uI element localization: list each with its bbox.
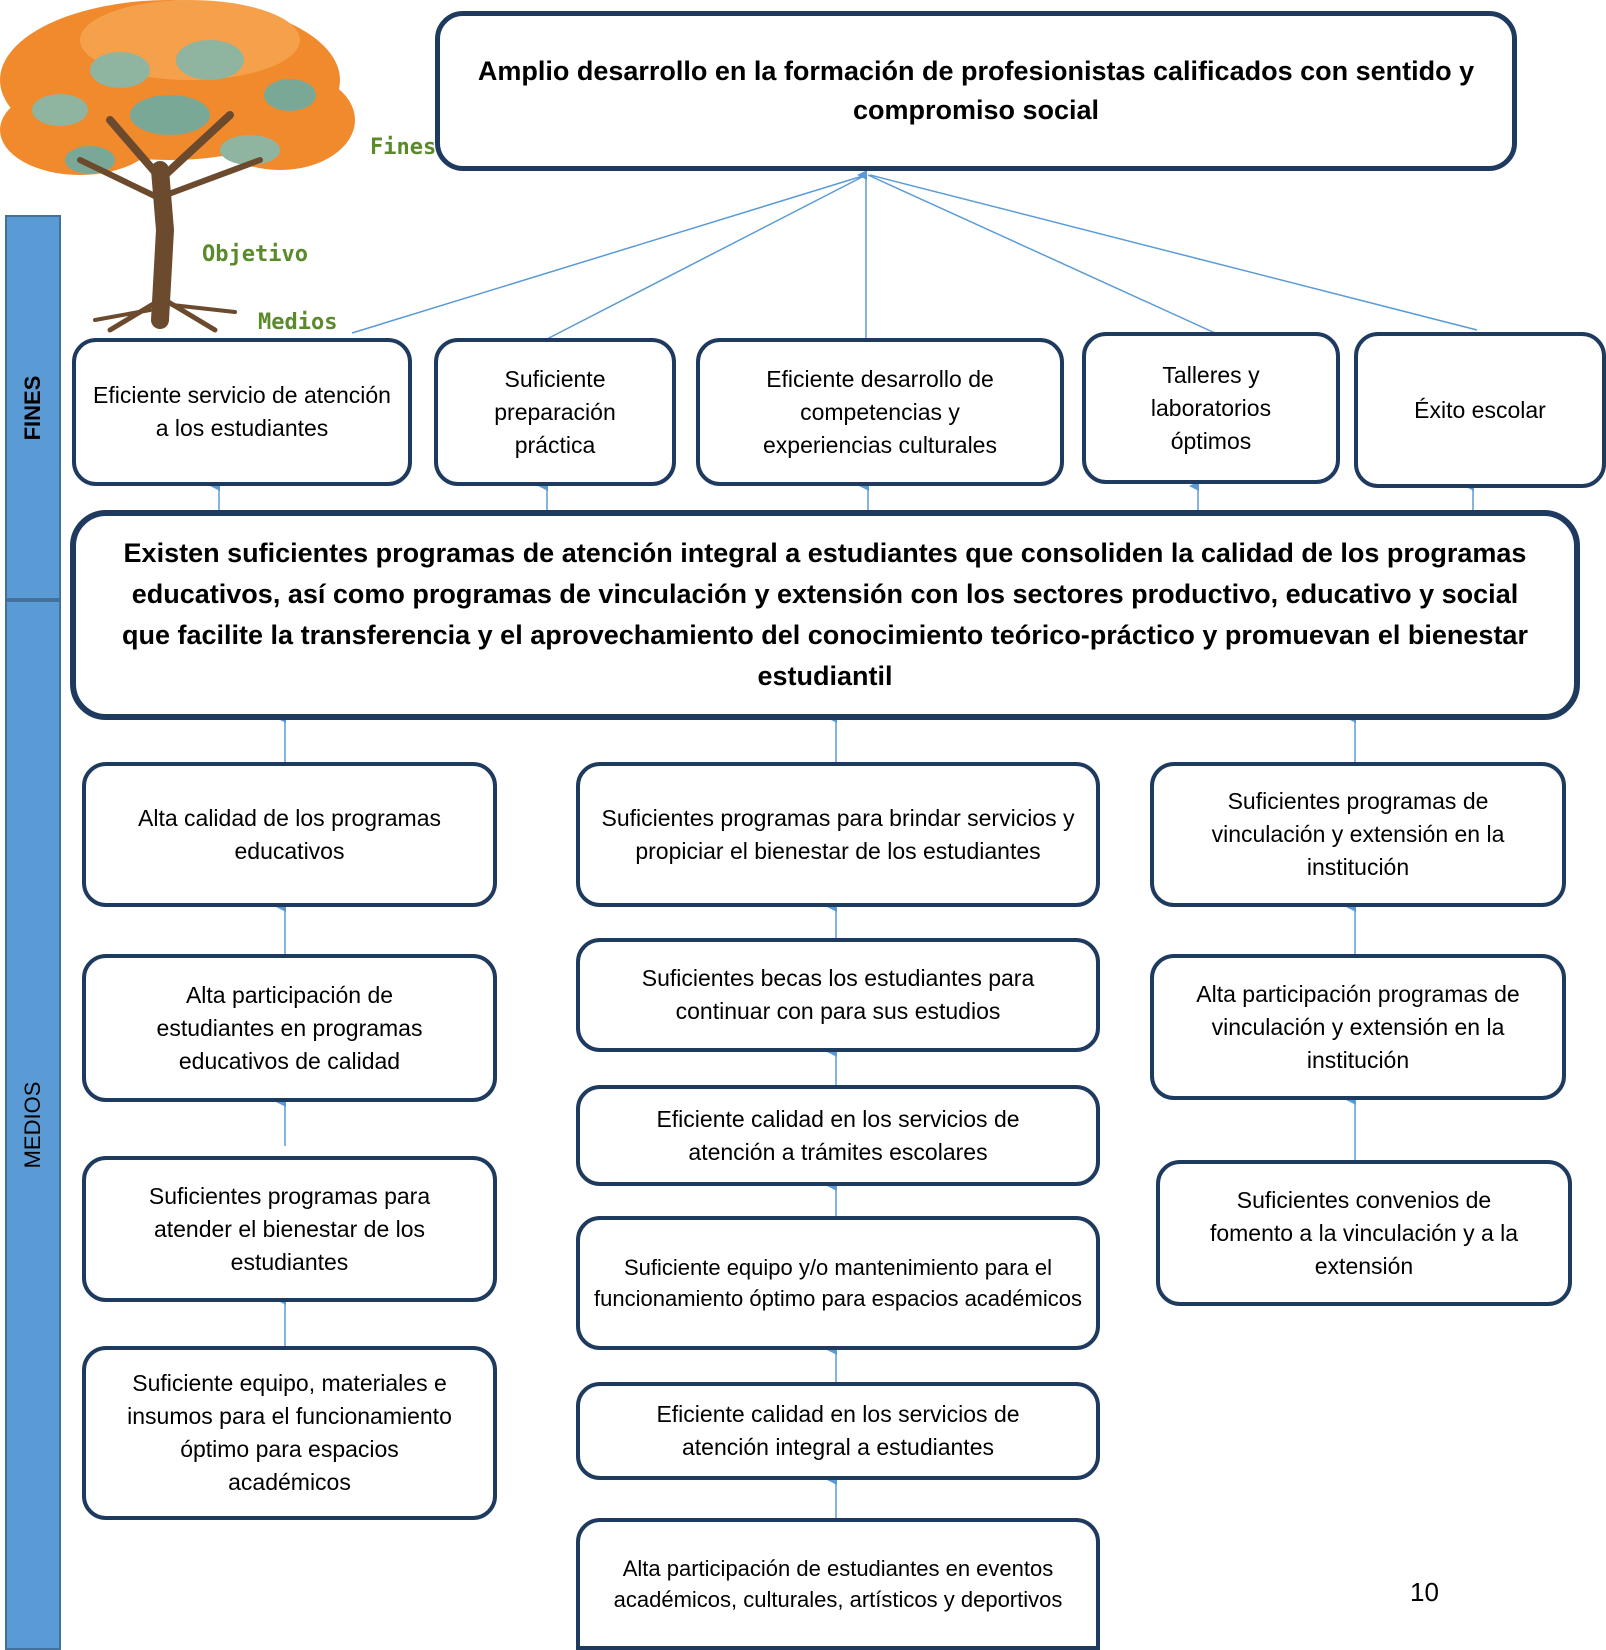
medio-col1-box-4: Suficiente equipo, materiales e insumos …: [82, 1346, 497, 1520]
tree-label-medios: Medios: [258, 310, 338, 335]
sidebar-fines: FINES: [5, 215, 61, 600]
medio-col2-box-1: Suficientes programas para brindar servi…: [576, 762, 1100, 907]
medio-col3-box-3: Suficientes convenios de fomento a la vi…: [1156, 1160, 1572, 1306]
medio-col1-text-4: Suficiente equipo, materiales e insumos …: [127, 1370, 452, 1495]
tree-label-fines: Fines: [370, 135, 437, 160]
medio-col2-box-2: Suficientes becas los estudiantes para c…: [576, 938, 1100, 1052]
arrow-fin-1: [351, 174, 867, 334]
arrow-fin-2: [544, 174, 867, 341]
medio-col2-box-3: Eficiente calidad en los servicios de at…: [576, 1085, 1100, 1186]
fin-box-4: Talleres y laboratorios óptimos: [1082, 332, 1340, 484]
medio-col2-box-6: Alta participación de estudiantes en eve…: [576, 1518, 1100, 1650]
medio-col1-box-1: Alta calidad de los programas educativos: [82, 762, 497, 907]
page-number: 10: [1410, 1577, 1439, 1607]
fin-general-box: Amplio desarrollo en la formación de pro…: [435, 11, 1517, 171]
medio-col1-text-3: Suficientes programas para atender el bi…: [148, 1182, 431, 1275]
sidebar-medios: MEDIOS: [5, 600, 61, 1650]
medio-col2-box-4: Suficiente equipo y/o mantenimiento para…: [576, 1216, 1100, 1350]
fin-text-1: Eficiente servicio de atención a los est…: [93, 382, 391, 441]
medio-col3-box-2: Alta participación programas de vinculac…: [1150, 954, 1566, 1100]
fin-text-2: Suficiente preparación práctica: [494, 365, 616, 458]
fin-text-5: Éxito escolar: [1414, 396, 1546, 423]
tree-trunk: [77, 111, 263, 333]
medio-col2-text-2: Suficientes becas los estudiantes para c…: [641, 965, 1035, 1024]
medio-col3-text-3: Suficientes convenios de fomento a la vi…: [1209, 1186, 1519, 1279]
arrow-fin-5: [869, 174, 1478, 331]
objetivo-text: Existen suficientes programas de atenció…: [122, 538, 1528, 691]
objetivo-box: Existen suficientes programas de atenció…: [70, 510, 1580, 720]
medio-col2-text-3: Eficiente calidad en los servicios de at…: [656, 1105, 1020, 1165]
medio-col2-text-5: Eficiente calidad en los servicios de at…: [656, 1401, 1020, 1460]
fin-box-5: Éxito escolar: [1354, 332, 1606, 488]
medio-col2-text-4: Suficiente equipo y/o mantenimiento para…: [594, 1255, 1082, 1311]
medio-col3-box-1: Suficientes programas de vinculación y e…: [1150, 762, 1566, 907]
tree-foliage: [0, 0, 355, 175]
arrow-fin-4: [867, 174, 1216, 334]
medio-col3-text-1: Suficientes programas de vinculación y e…: [1211, 788, 1505, 880]
medio-col1-box-3: Suficientes programas para atender el bi…: [82, 1156, 497, 1302]
tree-illustration: [0, 0, 355, 333]
fin-box-2: Suficiente preparación práctica: [434, 338, 676, 486]
medio-col3-text-2: Alta participación programas de vinculac…: [1196, 980, 1520, 1073]
fin-box-3: Eficiente desarrollo de competencias y e…: [696, 338, 1064, 486]
fin-general-text: Amplio desarrollo en la formación de pro…: [477, 56, 1475, 125]
medio-col2-box-5: Eficiente calidad en los servicios de at…: [576, 1382, 1100, 1480]
fin-text-3: Eficiente desarrollo de competencias y e…: [763, 365, 997, 458]
medio-col1-box-2: Alta participación de estudiantes en pro…: [82, 954, 497, 1102]
medio-col2-text-6: Alta participación de estudiantes en eve…: [613, 1556, 1063, 1612]
fin-text-4: Talleres y laboratorios óptimos: [1150, 361, 1272, 454]
tree-label-objetivo: Objetivo: [202, 242, 308, 267]
medio-col1-text-1: Alta calidad de los programas educativos: [138, 804, 441, 864]
fin-box-1: Eficiente servicio de atención a los est…: [72, 338, 412, 486]
medio-col1-text-2: Alta participación de estudiantes en pro…: [156, 981, 423, 1074]
medio-col2-text-1: Suficientes programas para brindar servi…: [601, 804, 1075, 864]
